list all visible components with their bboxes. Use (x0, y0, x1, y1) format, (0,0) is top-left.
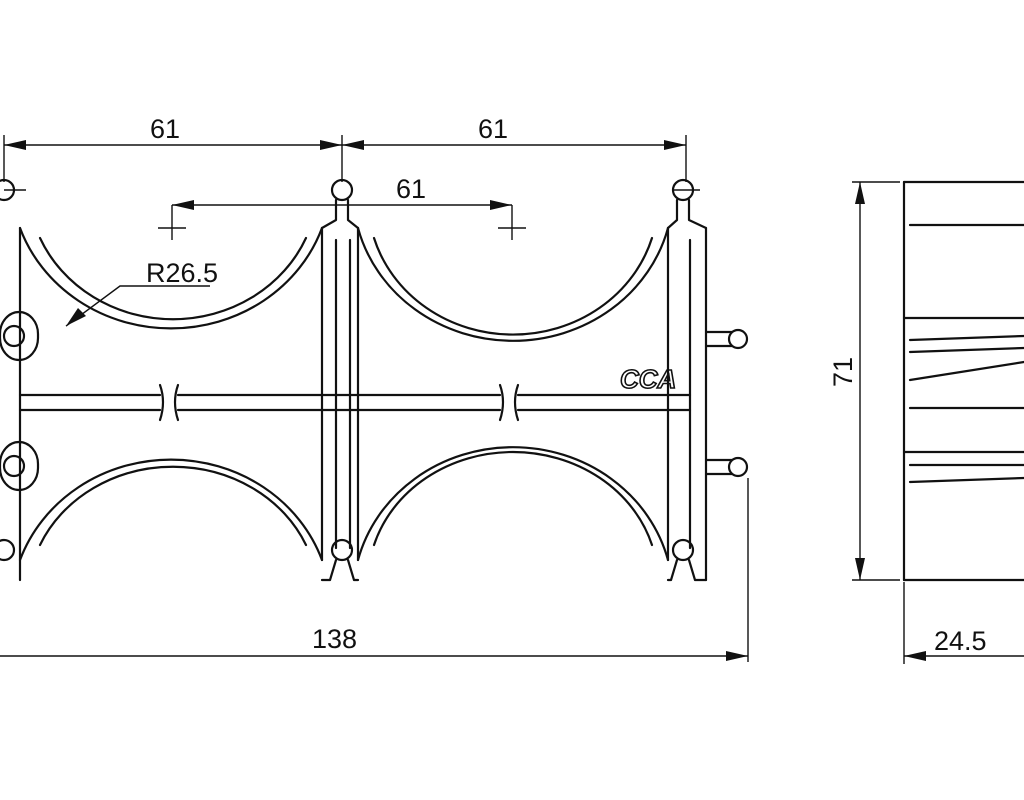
top-left-cradle (18, 226, 324, 330)
top-right-cradle-inner (372, 236, 654, 336)
dim-pitch-center: 61 (396, 174, 426, 204)
arrow-depth (904, 651, 926, 661)
arrow-pitch-right-b (664, 140, 686, 150)
side-line-9 (908, 476, 1024, 484)
arrow-pitch-left-b (320, 140, 342, 150)
arrow-pitch-right-a (342, 140, 364, 150)
keyhole-top-right-neck-r (687, 198, 708, 230)
radius-arrow (66, 308, 86, 326)
keyhole-top-center-neck-l (320, 198, 338, 230)
side-line-3 (908, 334, 1024, 342)
keyhole-top-center-neck-r (346, 198, 360, 230)
slot-left (158, 383, 165, 422)
arrow-height-top (855, 182, 865, 204)
right-pin-bottom-head (727, 456, 749, 478)
side-line-5 (908, 360, 1024, 382)
keyhole-top-right-neck-l (666, 198, 679, 230)
dim-height: 71 (828, 357, 858, 387)
slot-left-b (173, 383, 180, 422)
radius-leader (65, 285, 210, 327)
bottom-right-cradle-inner (372, 450, 654, 547)
dim-pitch-right: 61 (478, 114, 508, 144)
dim-radius: R26.5 (146, 258, 218, 288)
keyhole-bottom-center-leg-l (320, 558, 338, 582)
slot-right-b (513, 383, 520, 422)
keyhole-bottom-right-leg-l (666, 558, 679, 582)
arrow-pitch-center-b (490, 200, 512, 210)
manufacturer-logo: CCA (620, 364, 676, 394)
slot-right (498, 383, 505, 422)
arrow-overall (726, 651, 748, 661)
dim-depth: 24.5 (934, 626, 987, 656)
right-pin-top-head (727, 328, 749, 350)
top-right-cradle (356, 226, 670, 342)
top-left-cradle-inner (38, 236, 308, 321)
side-dimensions: 71 24.5 (828, 181, 1024, 664)
dim-pitch-left: 61 (150, 114, 180, 144)
front-view: CCA (0, 178, 749, 582)
keyhole-bottom-center (330, 538, 354, 562)
bottom-left-cradle-inner (38, 465, 308, 547)
arrow-pitch-left-a (4, 140, 26, 150)
keyhole-bottom-right-leg-r (687, 558, 708, 582)
keyhole-bottom-right (671, 538, 695, 562)
dim-overall-width: 138 (312, 624, 357, 654)
keyhole-bottom-left (0, 538, 16, 562)
side-lug-top-hole (2, 324, 26, 348)
keyhole-bottom-center-leg-r (346, 558, 360, 582)
bottom-left-cradle (18, 458, 324, 562)
side-lug-bottom (0, 440, 40, 492)
side-lug-bottom-hole (2, 454, 26, 478)
side-line-4 (908, 346, 1024, 354)
arrow-pitch-center-a (172, 200, 194, 210)
bottom-right-cradle (356, 446, 670, 562)
arrow-height-bottom (855, 558, 865, 580)
front-dimensions: 61 61 61 R26.5 138 (0, 114, 749, 662)
side-view (902, 180, 1024, 582)
keyhole-top-center (330, 178, 354, 202)
side-lug-top (0, 310, 40, 362)
